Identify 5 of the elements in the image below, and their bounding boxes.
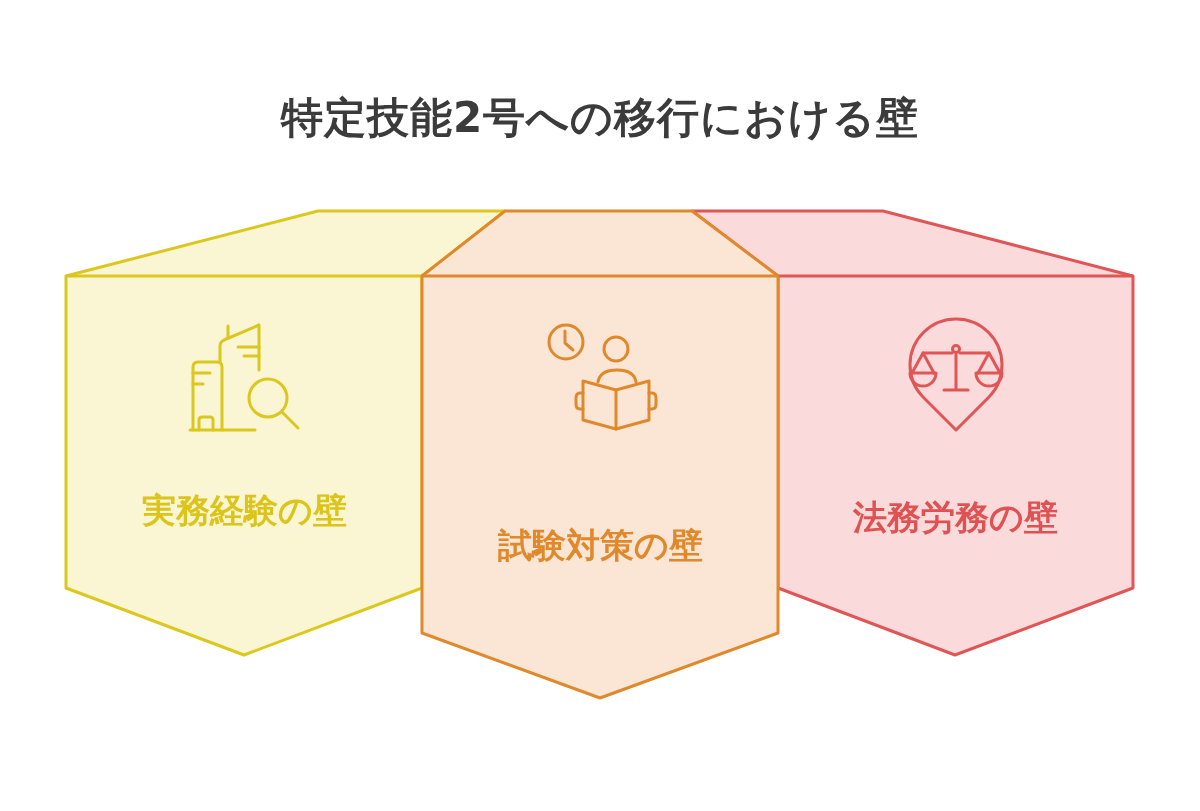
block-label: 試験対策の壁 (497, 524, 703, 566)
hexagon-block (421, 210, 779, 700)
diagram-title: 特定技能2号への移行における壁 (280, 93, 920, 142)
block-label: 法務労務の壁 (852, 496, 1058, 538)
block-label: 実務経験の壁 (141, 489, 347, 531)
